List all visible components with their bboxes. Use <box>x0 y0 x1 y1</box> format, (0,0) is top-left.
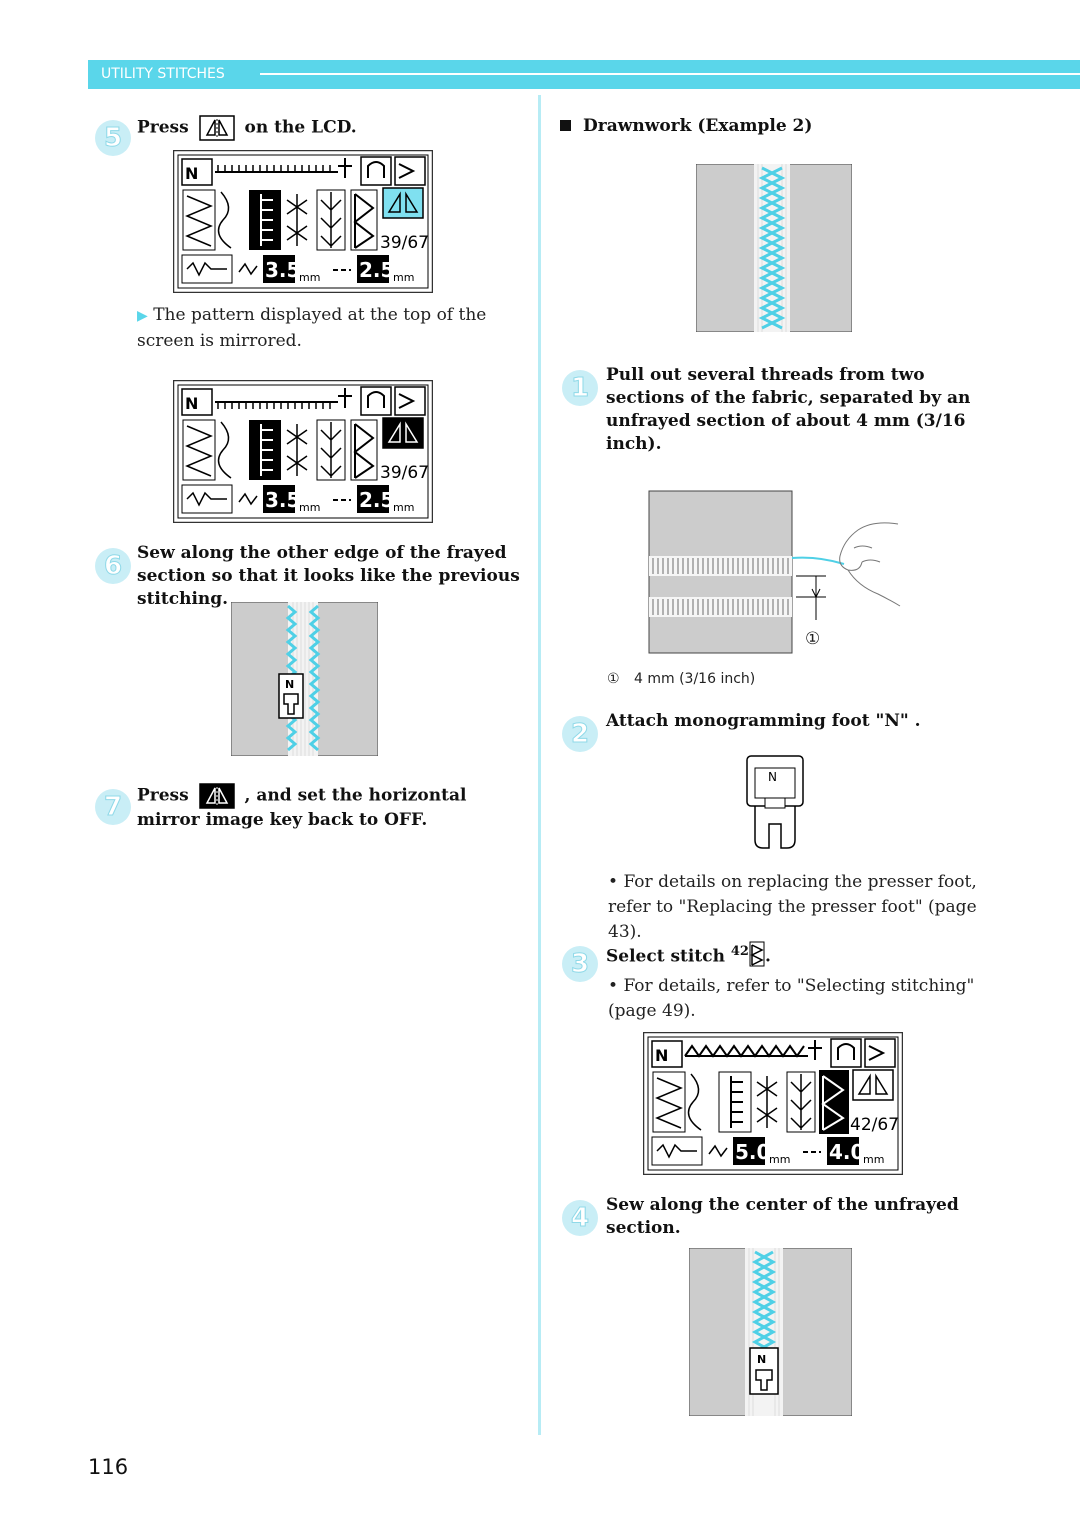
step-7-number: 7 <box>95 789 131 825</box>
presser-foot-n-illustration: N <box>745 754 805 852</box>
result-note: ▶ The pattern displayed at the top of th… <box>137 303 527 354</box>
callout-legend: ① 4 mm (3/16 inch) <box>607 671 755 687</box>
step-4-text: Sew along the center of the unfrayed sec… <box>606 1195 959 1238</box>
step-1-number: 1 <box>562 370 598 406</box>
bullet-presser-foot-text: For details on replacing the presser foo… <box>608 872 977 942</box>
step-7-text: Press , and set the horizontal mirror im… <box>137 783 527 832</box>
column-divider <box>538 95 541 1435</box>
lcd1-width-unit: mm <box>299 271 320 284</box>
svg-text:N: N <box>768 770 777 784</box>
stitch-42-icon <box>749 941 765 974</box>
lcd1-width: 3.5 <box>265 258 300 282</box>
lcd1-length-unit: mm <box>393 271 414 284</box>
step-7-text-before: Press <box>137 785 189 806</box>
stitch-code: 42 <box>730 944 749 959</box>
lcd3-width-unit: mm <box>769 1153 790 1166</box>
svg-text:N: N <box>185 164 198 183</box>
bullet-selecting-stitching-text: For details, refer to "Selecting stitchi… <box>608 976 975 1021</box>
step-2-number: 2 <box>562 716 598 752</box>
svg-text:N: N <box>285 678 294 691</box>
section-title: Drawnwork (Example 2) <box>560 115 960 138</box>
callout-legend-marker: ① <box>607 671 620 687</box>
step-6-text: Sew along the other edge of the frayed s… <box>137 543 520 609</box>
svg-text:N: N <box>185 394 198 413</box>
lcd1-stitch-number: 39/67 <box>380 233 429 253</box>
fabric-example2 <box>695 163 853 333</box>
square-bullet-icon <box>560 120 571 131</box>
mirror-key-icon <box>198 115 235 141</box>
mirror-key-on-icon <box>198 783 235 809</box>
lcd1-length: 2.5 <box>359 258 394 282</box>
step-3-number: 3 <box>562 946 598 982</box>
step-4-number: 4 <box>562 1200 598 1236</box>
lcd2-length: 2.5 <box>359 488 394 512</box>
step-2-text: Attach monogramming foot "N" . <box>606 711 921 731</box>
thread-pull-illustration <box>648 490 908 655</box>
step-3-text: Select stitch 42 . <box>606 940 1001 974</box>
header-rule <box>260 73 1080 75</box>
lcd3-stitch-number: 42/67 <box>850 1115 899 1135</box>
lcd2-width: 3.5 <box>265 488 300 512</box>
lcd3-length-unit: mm <box>863 1153 884 1166</box>
result-note-text: The pattern displayed at the top of the … <box>137 305 487 351</box>
bullet-presser-foot: • For details on replacing the presser f… <box>608 870 1003 945</box>
callout-legend-text: 4 mm (3/16 inch) <box>634 671 756 687</box>
svg-text:N: N <box>757 1353 766 1366</box>
section-title-text: Drawnwork (Example 2) <box>583 116 813 136</box>
lcd-screen-1: N 39/67 3.5 mm 2.5 mm <box>172 149 434 294</box>
lcd-screen-3: N 42/67 5.0 mm 4.0 mm <box>642 1031 904 1176</box>
section-header-bar: UTILITY STITCHES <box>88 60 1080 89</box>
lcd3-length: 4.0 <box>829 1140 864 1164</box>
lcd3-width: 5.0 <box>735 1140 770 1164</box>
step-5-text: Press on the LCD. <box>137 115 517 141</box>
step-5-text-before: Press <box>137 117 189 138</box>
section-label: UTILITY STITCHES <box>101 66 225 82</box>
step-5-text-after: on the LCD. <box>244 117 357 138</box>
arrow-right-icon: ▶ <box>137 308 148 324</box>
fabric-illustration-step6: N <box>230 601 379 757</box>
lcd2-stitch-number: 39/67 <box>380 463 429 483</box>
step-5-number: 5 <box>95 120 131 156</box>
page-number: 116 <box>88 1455 129 1479</box>
svg-text:N: N <box>655 1046 668 1065</box>
callout-marker: ① <box>805 629 821 649</box>
step-6-number: 6 <box>95 548 131 584</box>
fabric-step4-illustration: N <box>688 1247 853 1417</box>
step-1-text: Pull out several threads from two sectio… <box>606 365 971 454</box>
lcd-screen-2: N 39/67 3.5 mm 2.5 mm <box>172 379 434 524</box>
step-7-text-after: , and set the horizontal mirror image ke… <box>137 785 467 831</box>
bullet-dot: • <box>608 976 619 996</box>
bullet-selecting-stitching: • For details, refer to "Selecting stitc… <box>608 974 1003 1024</box>
step-3-text-main: Select stitch <box>606 946 725 967</box>
lcd2-width-unit: mm <box>299 501 320 514</box>
bullet-dot: • <box>608 872 619 892</box>
lcd2-length-unit: mm <box>393 501 414 514</box>
